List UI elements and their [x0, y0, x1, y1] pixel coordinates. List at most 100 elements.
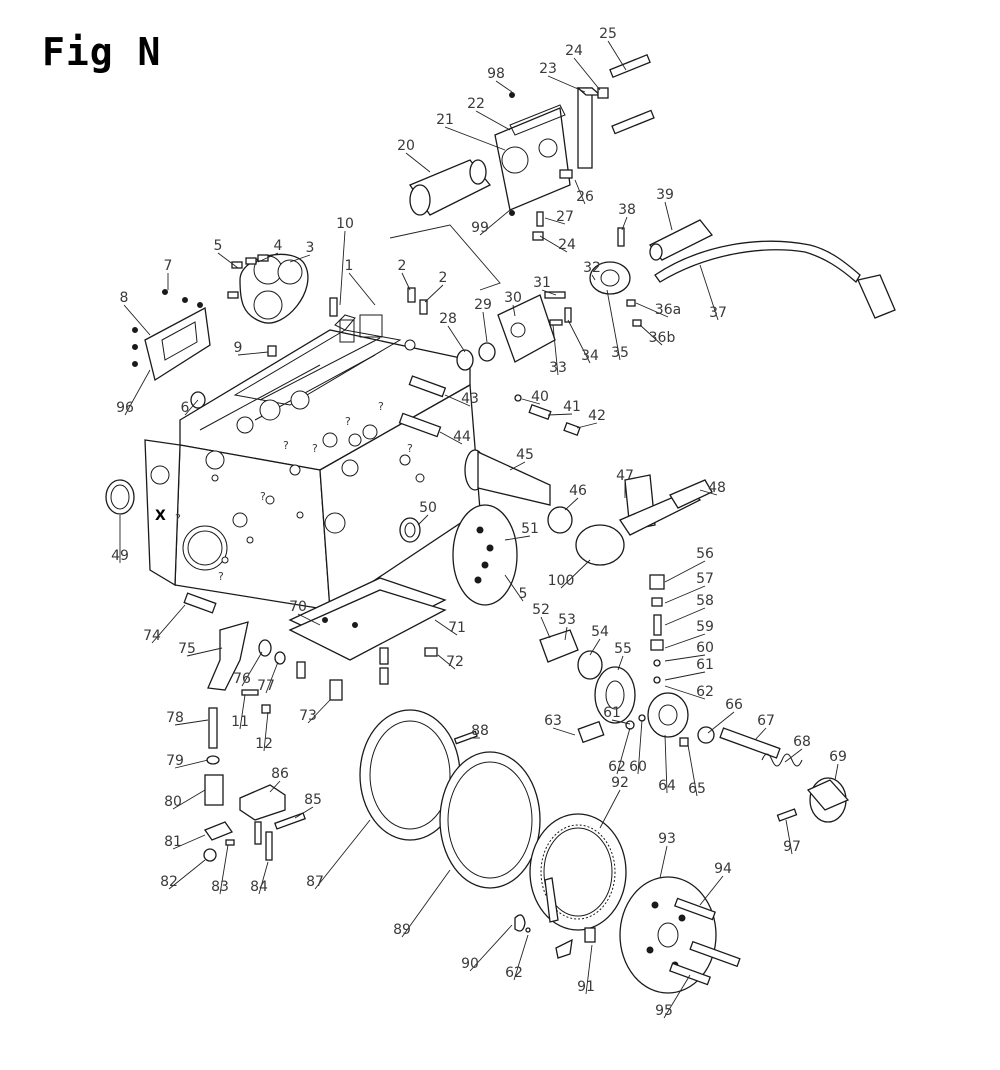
- callout-label: 32: [583, 260, 601, 276]
- callout-label: 88: [471, 723, 489, 739]
- leader-line: [241, 651, 263, 687]
- callout-66: 66: [707, 697, 743, 734]
- detent-parts: [514, 394, 581, 436]
- callout-label: 60: [696, 640, 714, 656]
- callout-88: 88: [470, 723, 489, 739]
- callout-label: 23: [539, 61, 557, 77]
- callout-56: 56: [664, 546, 714, 583]
- leader-line: [509, 461, 526, 471]
- callout-label: 24: [558, 237, 576, 253]
- leader-line: [123, 304, 151, 336]
- leader-line: [707, 711, 735, 734]
- ring-89: [439, 751, 541, 889]
- callout-label: 95: [655, 1003, 673, 1019]
- unknown-mark: ?: [312, 442, 318, 455]
- callout-59: 59: [664, 619, 714, 649]
- callout-label: 63: [544, 713, 562, 729]
- lever-group: [183, 592, 306, 862]
- leader-line: [482, 311, 488, 343]
- callout-77: 77: [257, 661, 279, 694]
- callout-36b: 36b: [639, 324, 675, 346]
- callout-6: 6: [181, 399, 199, 416]
- callout-label: 60: [629, 759, 647, 775]
- leader-line: [405, 152, 431, 173]
- leader-line: [637, 719, 643, 775]
- main-shaft: [464, 449, 573, 534]
- handle-lever: [544, 219, 896, 327]
- callout-82: 82: [160, 859, 206, 890]
- callout-83: 83: [211, 844, 229, 895]
- callout-34: 34: [567, 319, 599, 364]
- callout-67: 67: [754, 713, 775, 741]
- unknown-mark: ?: [407, 442, 413, 455]
- callout-2: 2: [424, 270, 447, 303]
- callout-94: 94: [699, 861, 732, 906]
- callout-89: 89: [393, 869, 451, 938]
- callout-21: 21: [436, 112, 506, 151]
- callout-label: 77: [257, 678, 275, 694]
- callout-label: 62: [608, 759, 626, 775]
- leader-line: [540, 616, 551, 639]
- callout-label: 34: [581, 348, 599, 364]
- leader-line: [585, 944, 593, 995]
- callout-8: 8: [120, 290, 151, 336]
- leader-line: [504, 535, 531, 541]
- callout-99: 99: [471, 209, 511, 236]
- leader-line: [417, 514, 429, 526]
- callout-61: 61: [664, 657, 714, 681]
- top-pins: [267, 287, 428, 357]
- callout-label: 25: [599, 26, 617, 42]
- callout-label: 96: [116, 400, 134, 416]
- callout-62: 62: [608, 727, 631, 775]
- callout-37: 37: [699, 264, 727, 321]
- leader-line: [616, 727, 631, 775]
- callout-57: 57: [664, 571, 714, 604]
- leader-line: [151, 604, 186, 644]
- callout-98: 98: [487, 66, 513, 93]
- leader-line: [124, 369, 151, 416]
- leader-line: [573, 57, 601, 91]
- callout-71: 71: [434, 619, 466, 636]
- callout-label: 93: [658, 831, 676, 847]
- unknown-mark: ?: [260, 490, 266, 503]
- leader-line: [576, 422, 598, 429]
- callout-label: 39: [656, 187, 674, 203]
- leader-line: [664, 671, 706, 681]
- flange-95: [619, 876, 741, 994]
- callout-label: 35: [611, 345, 629, 361]
- callout-label: 27: [556, 209, 574, 225]
- callout-5: 5: [504, 574, 527, 602]
- leader-line: [447, 325, 466, 353]
- leader-line: [437, 654, 456, 670]
- callout-100: 100: [548, 559, 591, 589]
- callout-30: 30: [504, 290, 522, 317]
- leader-line: [495, 80, 513, 93]
- callout-label: 33: [549, 360, 567, 376]
- leader-line: [475, 110, 511, 131]
- unknown-mark: ?: [345, 415, 351, 428]
- callout-81: 81: [164, 834, 206, 850]
- callout-label: 48: [708, 480, 726, 496]
- callout-label: 10: [336, 216, 354, 232]
- callout-92: 92: [599, 775, 629, 829]
- leader-line: [424, 284, 444, 303]
- callout-38: 38: [618, 202, 636, 231]
- leader-line: [174, 759, 209, 769]
- callout-97: 97: [783, 819, 801, 855]
- leader-line: [541, 289, 557, 296]
- callout-42: 42: [576, 408, 606, 429]
- callout-label: 6: [181, 400, 190, 416]
- callout-62: 62: [664, 684, 714, 700]
- callout-61: 61: [603, 705, 631, 725]
- leader-line: [606, 289, 621, 361]
- callout-47: 47: [616, 468, 634, 498]
- leader-line: [439, 431, 463, 445]
- callout-label: 64: [658, 778, 676, 794]
- callout-label: 68: [793, 734, 811, 750]
- leader-line: [564, 497, 579, 511]
- callout-72: 72: [437, 654, 464, 670]
- bearing-ring: [399, 517, 421, 543]
- leader-line: [664, 685, 706, 700]
